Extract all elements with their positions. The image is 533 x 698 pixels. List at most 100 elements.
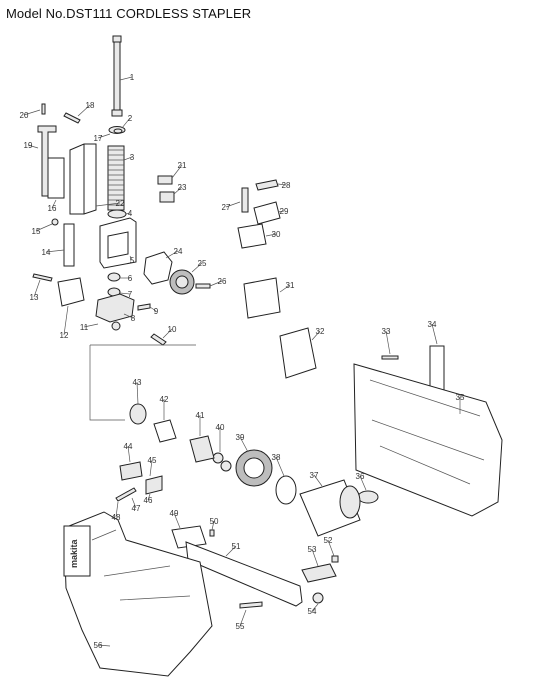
part-carrier — [189, 435, 215, 463]
leader-line-9 — [149, 306, 157, 312]
part-number-50: 50 — [210, 517, 219, 526]
part-number-2: 2 — [128, 114, 133, 123]
part-number-48: 48 — [112, 513, 121, 522]
leader-line-56 — [97, 644, 111, 647]
part-number-28: 28 — [282, 181, 291, 190]
part-spring — [107, 145, 125, 211]
part-number-53: 53 — [308, 545, 317, 554]
part-switch-holder — [237, 223, 267, 249]
part-spring-small — [241, 187, 249, 213]
leader-line-31 — [279, 284, 291, 293]
part-ball — [312, 592, 324, 604]
part-number-3: 3 — [130, 153, 135, 162]
part-frame — [99, 217, 137, 269]
part-small-washer — [113, 128, 123, 134]
part-number-56: 56 — [94, 641, 103, 650]
part-cover-plate — [143, 251, 173, 285]
part-screw — [239, 601, 263, 609]
part-number-32: 32 — [316, 327, 325, 336]
part-strip — [63, 223, 75, 267]
part-number-19: 19 — [24, 141, 33, 150]
part-channel — [69, 143, 97, 215]
part-number-45: 45 — [148, 456, 157, 465]
part-number-55: 55 — [236, 622, 245, 631]
part-side-bracket — [57, 277, 85, 307]
part-number-38: 38 — [272, 453, 281, 462]
part-number-27: 27 — [222, 203, 231, 212]
leader-line-33 — [385, 330, 391, 355]
part-controller — [243, 277, 281, 319]
leader-line-17 — [97, 133, 111, 139]
part-number-36: 36 — [356, 472, 365, 481]
leader-line-50 — [211, 520, 215, 531]
leader-line-4 — [125, 212, 131, 215]
part-number-18: 18 — [86, 101, 95, 110]
part-l-key — [63, 112, 81, 124]
part-number-11: 11 — [80, 323, 89, 332]
leader-line-37 — [313, 474, 323, 487]
part-number-46: 46 — [144, 496, 153, 505]
part-screw — [195, 283, 211, 289]
part-number-12: 12 — [60, 331, 69, 340]
leader-line-53 — [311, 548, 319, 567]
leader-line-54 — [311, 603, 319, 612]
leader-line-36 — [359, 475, 367, 491]
leader-line-23 — [173, 186, 183, 195]
leader-line-38 — [275, 456, 285, 477]
part-disc — [275, 475, 297, 505]
part-collar — [107, 209, 127, 219]
part-number-9: 9 — [154, 307, 159, 316]
leader-line-16 — [51, 199, 57, 209]
part-number-41: 41 — [196, 411, 205, 420]
leader-line-45 — [149, 459, 153, 477]
part-bushing — [129, 403, 147, 425]
leader-line-28 — [277, 183, 287, 186]
part-gear-bracket — [153, 419, 177, 443]
leader-line-21 — [171, 164, 183, 179]
part-number-51: 51 — [232, 542, 241, 551]
leader-line-47 — [131, 497, 137, 509]
leader-line-34 — [431, 323, 438, 345]
leader-line-14 — [45, 249, 65, 253]
part-number-14: 14 — [42, 248, 51, 257]
part-lever-block — [95, 293, 135, 323]
leader-line-3 — [123, 156, 133, 161]
part-number-5: 5 — [130, 256, 135, 265]
leader-line-19 — [27, 144, 39, 149]
part-number-23: 23 — [178, 183, 187, 192]
part-small-pin — [41, 103, 46, 115]
part-number-44: 44 — [124, 442, 133, 451]
part-number-16: 16 — [48, 204, 57, 213]
part-switch — [253, 201, 281, 225]
part-number-8: 8 — [131, 314, 136, 323]
part-plate — [47, 157, 65, 199]
leader-line-26 — [209, 280, 223, 287]
leader-line-7 — [119, 292, 131, 295]
part-number-29: 29 — [280, 207, 289, 216]
part-trigger-spring — [119, 461, 143, 481]
diagram-title: Model No.DST111 CORDLESS STAPLER — [6, 6, 252, 21]
leader-line-15 — [35, 223, 53, 232]
part-number-47: 47 — [132, 504, 141, 513]
leader-line-29 — [277, 210, 285, 213]
part-rod — [111, 35, 123, 117]
part-number-34: 34 — [428, 320, 437, 329]
part-guide — [171, 525, 207, 549]
part-latch — [301, 563, 337, 583]
part-gear — [169, 269, 195, 295]
part-pin-long — [115, 487, 137, 502]
leader-line-8 — [123, 313, 134, 319]
part-ring-gear — [235, 449, 273, 487]
part-screw — [51, 218, 59, 226]
part-nut — [111, 321, 121, 331]
leader-line-27 — [225, 201, 241, 208]
part-pin — [150, 333, 167, 346]
leader-line-55 — [239, 609, 247, 627]
leader-line-22 — [95, 202, 121, 207]
part-number-33: 33 — [382, 327, 391, 336]
part-number-54: 54 — [308, 607, 317, 616]
leader-line-51 — [225, 545, 237, 557]
leader-line-32 — [311, 330, 321, 341]
part-number-42: 42 — [160, 395, 169, 404]
